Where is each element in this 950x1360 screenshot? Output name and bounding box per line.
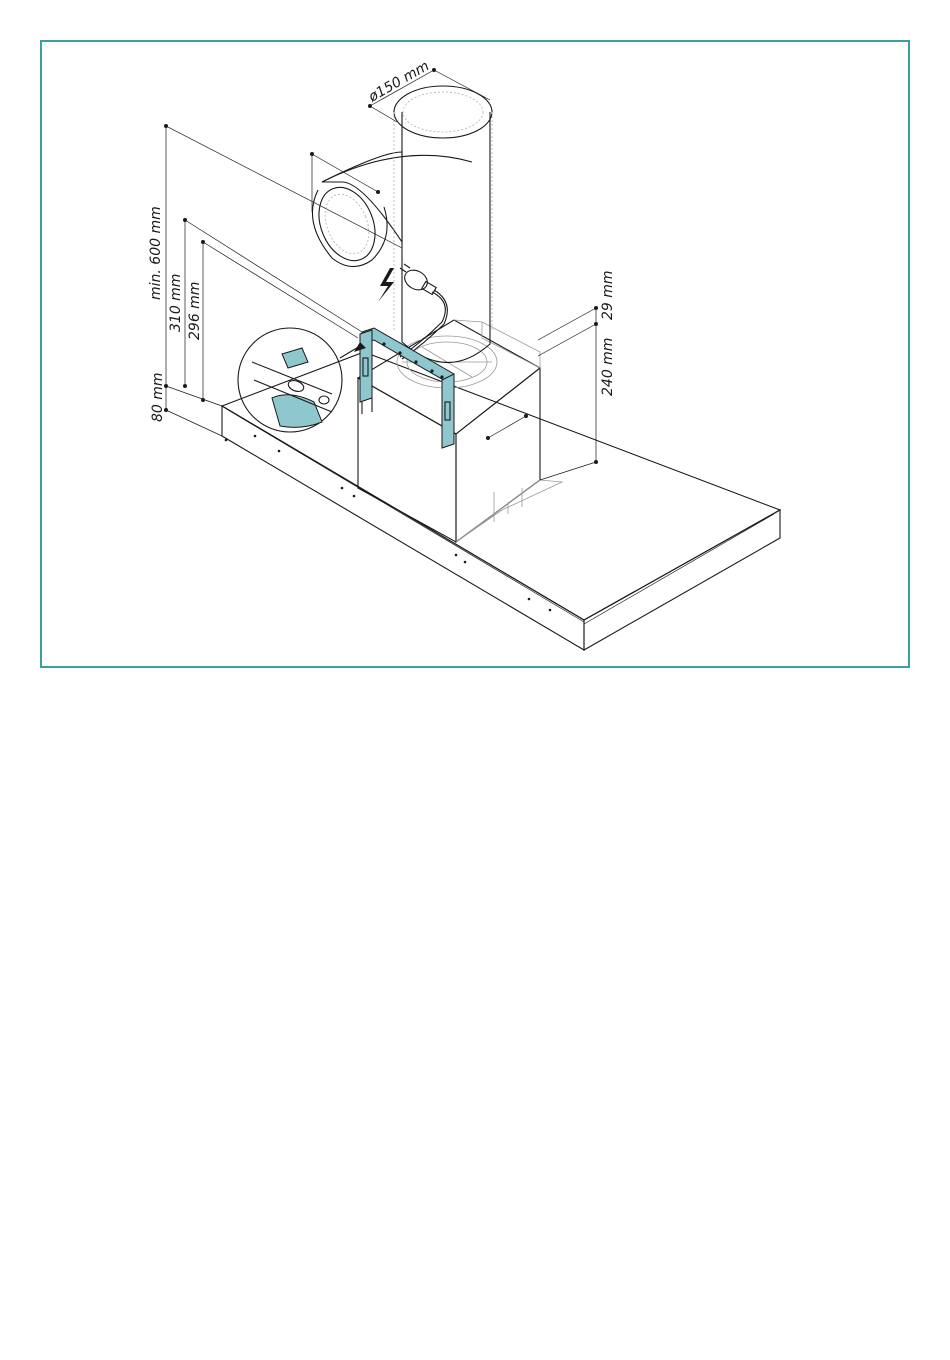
depth-29-label: 29 mm [600,270,616,320]
power-plug-icon [400,264,436,294]
height-80-label: 80 mm [150,372,166,422]
hood-installation-diagram: ø150 mm min. 600 mm 310 mm 296 mm 80 mm … [2,2,950,712]
dimension-lines [164,68,598,480]
duct-diameter-label: ø150 mm [365,58,432,106]
height-296-label: 296 mm [187,282,203,340]
height-310-label: 310 mm [168,274,184,332]
depth-240-label: 240 mm [600,338,616,396]
diagram-frame: ø150 mm min. 600 mm 310 mm 296 mm 80 mm … [40,40,910,668]
motor-housing [358,320,562,542]
lightning-bolt-icon [378,268,394,302]
min-height-label: min. 600 mm [148,206,164,300]
bracket-detail-magnifier [238,328,366,432]
hood-base [222,352,780,650]
